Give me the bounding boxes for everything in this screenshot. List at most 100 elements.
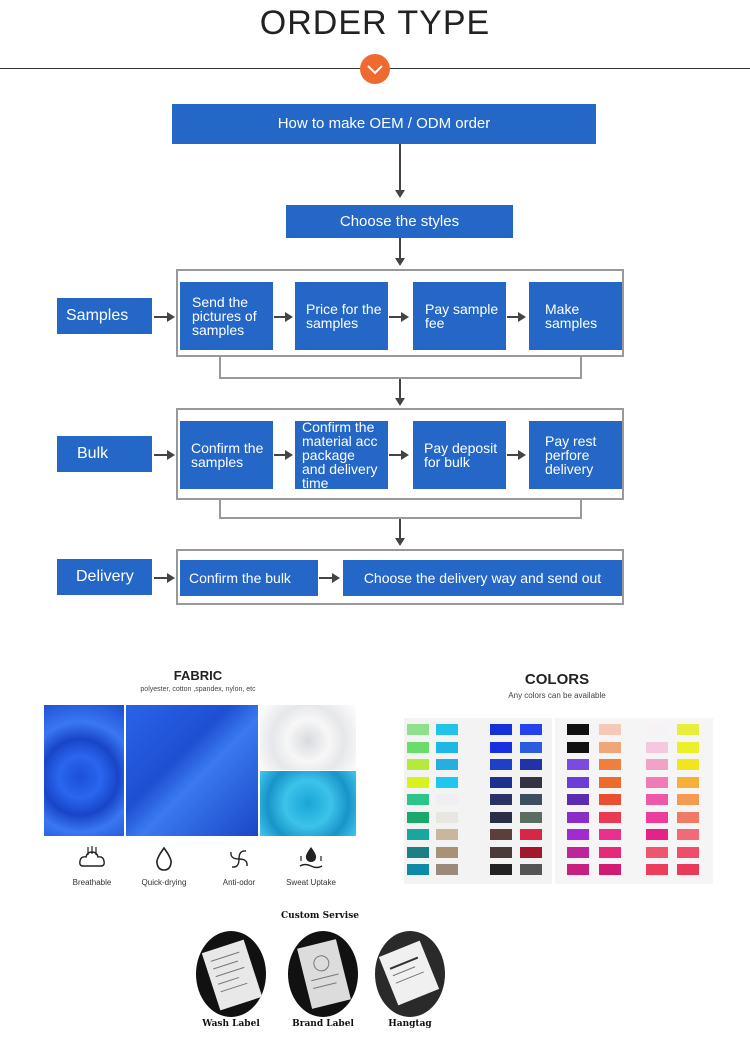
chevron-down-icon (360, 54, 390, 84)
custom-item-label: Brand Label (292, 1019, 354, 1029)
color-swatch (599, 829, 621, 840)
flow-step: Pay sample fee (413, 282, 506, 350)
arrow-right-icon (167, 312, 175, 322)
colors-title: COLORS (524, 671, 590, 688)
flow-step: Pay deposit for bulk (413, 421, 506, 489)
fabric-title: FABRIC (173, 668, 223, 683)
color-swatch (407, 724, 429, 735)
delivery-frame (176, 549, 624, 605)
bulk-frame (176, 408, 624, 500)
color-swatch (567, 811, 589, 823)
sweat-uptake-icon (297, 844, 325, 872)
arrow-right-icon (285, 312, 293, 322)
delivery-label: Delivery (57, 559, 152, 595)
color-swatch (646, 811, 668, 823)
color-swatch (436, 864, 458, 875)
color-swatch (436, 724, 458, 735)
color-swatch (599, 811, 621, 823)
color-swatch (567, 759, 589, 770)
color-swatch (490, 741, 512, 753)
color-swatch (520, 846, 542, 858)
fabric-swatch-blue-flat (126, 705, 258, 836)
color-swatch (520, 794, 542, 805)
arrow-down-icon (395, 398, 405, 406)
connector-line (389, 316, 402, 318)
color-swatch (407, 776, 429, 788)
arrow-right-icon (332, 573, 340, 583)
bulk-bracket (219, 500, 582, 519)
hangtag-image (375, 931, 445, 1017)
arrow-down-icon (395, 258, 405, 266)
flow-step-text: Confirm the material acc package and del… (302, 419, 378, 491)
connector-line (274, 316, 286, 318)
color-swatch (677, 741, 699, 753)
samples-label-text: Samples (66, 307, 129, 324)
color-swatch (407, 741, 429, 753)
connector-line (389, 454, 402, 456)
oem-odm-text: How to make OEM / ODM order (277, 115, 491, 132)
color-swatch (490, 864, 512, 875)
arrow-right-icon (518, 312, 526, 322)
color-swatch (490, 846, 512, 858)
fabric-swatch-white (260, 705, 356, 770)
samples-bracket (219, 357, 582, 379)
color-swatch (490, 776, 512, 788)
color-swatch (677, 846, 699, 858)
quick-drying-icon (152, 846, 176, 872)
flow-step: Pay rest perfore delivery (529, 421, 622, 489)
color-swatch (677, 811, 699, 823)
color-swatch (490, 759, 512, 770)
connector-line (399, 144, 401, 190)
page-title: ORDER TYPE (259, 4, 491, 42)
arrow-down-icon (395, 538, 405, 546)
color-swatch (436, 846, 458, 858)
color-swatch (520, 811, 542, 823)
color-swatch (490, 794, 512, 805)
color-swatch (599, 794, 621, 805)
color-swatch (677, 759, 699, 770)
color-swatch (677, 829, 699, 840)
connector-line (399, 519, 401, 538)
arrow-right-icon (518, 450, 526, 460)
arrow-right-icon (167, 450, 175, 460)
color-swatch (599, 741, 621, 753)
feature-label: Breathable (72, 878, 112, 887)
flow-step-text: Choose the delivery way and send out (363, 570, 602, 586)
oem-odm-box: How to make OEM / ODM order (172, 104, 596, 144)
color-swatch (407, 864, 429, 875)
arrow-down-icon (395, 190, 405, 198)
flow-step: Price for the samples (295, 282, 388, 350)
feature-label: Anti-odor (222, 878, 256, 887)
fabric-swatch-blue-swirl (44, 705, 124, 836)
color-swatch (490, 811, 512, 823)
connector-line (507, 316, 519, 318)
color-swatch (677, 776, 699, 788)
feature-label: Sweat Uptake (286, 878, 336, 887)
color-swatch (436, 741, 458, 753)
color-swatch (646, 759, 668, 770)
color-swatch (567, 864, 589, 875)
flow-step: Make samples (529, 282, 622, 350)
connector-line (399, 379, 401, 398)
samples-frame (176, 269, 624, 357)
color-swatch (436, 829, 458, 840)
custom-service-title: Custom Servise (281, 911, 359, 921)
arrow-right-icon (401, 312, 409, 322)
color-swatch (677, 864, 699, 875)
bulk-label: Bulk (57, 436, 152, 472)
flow-step: Confirm the samples (180, 421, 273, 489)
color-swatch (407, 759, 429, 770)
brand-label-image (288, 931, 358, 1017)
flow-step-text: Make samples (545, 301, 598, 331)
flow-step: Confirm the material acc package and del… (295, 419, 388, 491)
color-swatch (490, 829, 512, 840)
connector-line (274, 454, 286, 456)
connector-line (154, 316, 168, 318)
color-swatch (646, 829, 668, 840)
flow-step-text: Price for the samples (306, 301, 382, 331)
color-swatch (646, 724, 668, 735)
color-swatch (567, 741, 589, 753)
flow-step-text: Pay rest perfore delivery (545, 433, 597, 477)
color-swatch (490, 724, 512, 735)
color-swatch (567, 794, 589, 805)
